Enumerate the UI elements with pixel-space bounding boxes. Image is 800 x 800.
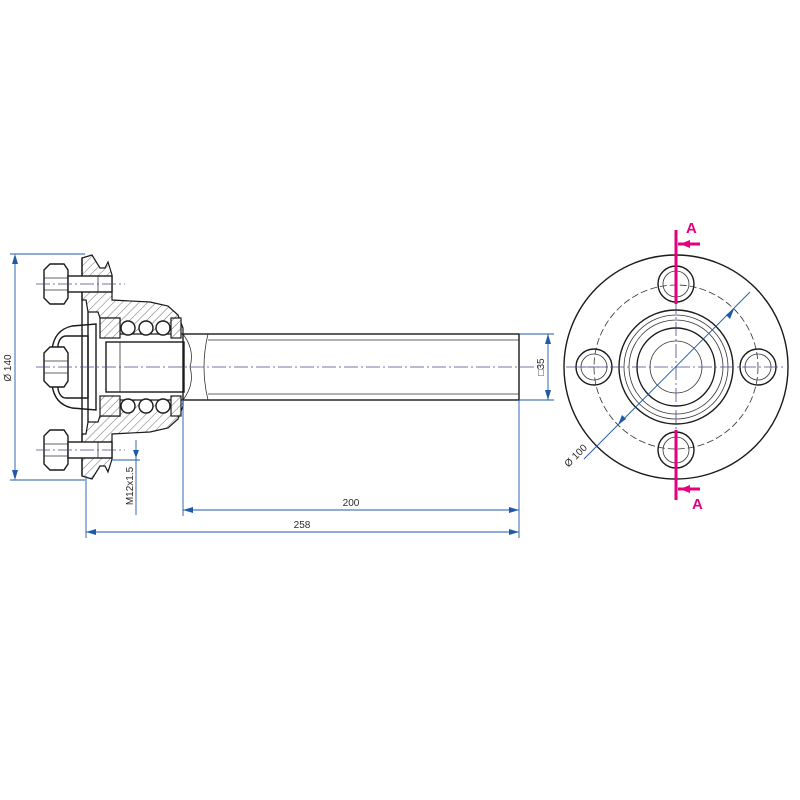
dim-shaft-length-label: 200 [343, 498, 360, 509]
section-label-top: A [686, 220, 697, 237]
side-section-view: Ø 140 M12x1.5 200 258 [3, 253, 554, 538]
dim-square-section-label: □35 [536, 358, 547, 376]
dim-square-section: □35 [519, 333, 554, 401]
dim-flange-diameter: Ø 140 [3, 253, 85, 481]
dim-overall-length: 258 [85, 476, 519, 538]
dim-overall-length-label: 258 [294, 520, 311, 531]
bearing-lower [99, 395, 182, 417]
front-view: A A Ø 100 [563, 220, 789, 513]
wheel-bolt-upper [43, 263, 113, 305]
section-label-bottom: A [692, 496, 703, 513]
wheel-bolt-middle [43, 346, 69, 388]
dim-thread-label: M12x1.5 [125, 466, 136, 505]
hub-cap [57, 335, 89, 399]
section-plane-a-a: A A [674, 220, 703, 513]
dim-flange-diameter-label: Ø 140 [3, 354, 14, 382]
shaft-weld-curve [203, 333, 209, 401]
dim-thread: M12x1.5 [112, 440, 140, 515]
dim-shaft-length: 200 [182, 400, 520, 538]
bearing-upper [99, 317, 182, 339]
dim-bolt-circle-label: Ø 100 [563, 442, 590, 469]
